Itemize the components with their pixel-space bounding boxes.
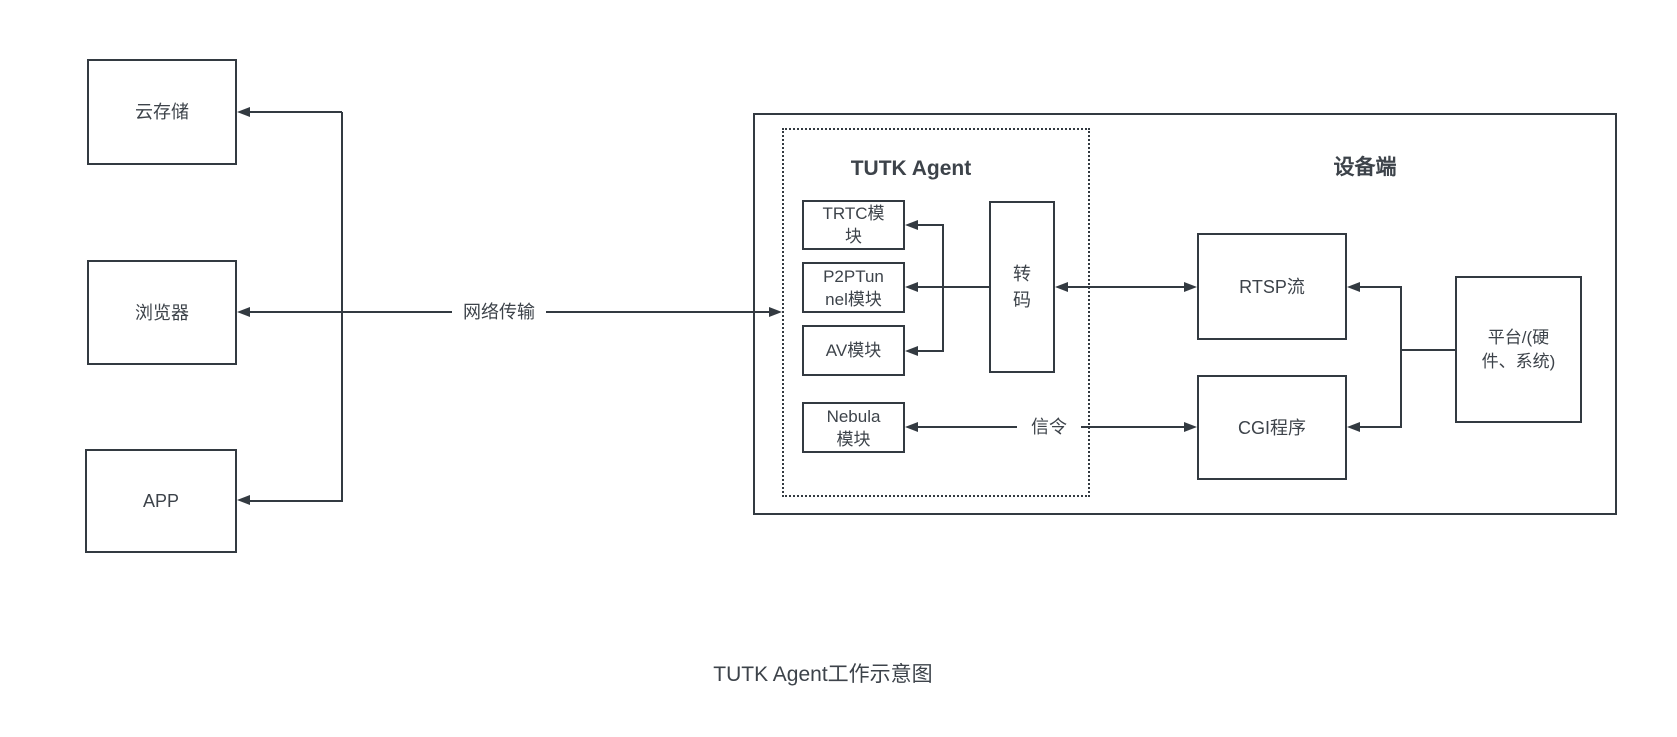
- node-platform: 平台/(硬件、系统): [1455, 276, 1582, 423]
- node-cloud-storage-label: 云存储: [135, 102, 189, 122]
- node-cgi-program-label: CGI程序: [1237, 417, 1306, 438]
- device-side-title: 设备端: [1333, 156, 1397, 179]
- arrowhead-into-p2p-icon: [905, 282, 918, 292]
- node-trtc-module: TRTC模块: [802, 200, 905, 250]
- arrowhead-into-cgi-right-icon: [1347, 422, 1360, 432]
- node-browser-label: 浏览器: [135, 302, 189, 323]
- arrowhead-into-app-icon: [237, 495, 250, 505]
- device-side-container: [753, 113, 1617, 515]
- arrowhead-into-rtsp-right-icon: [1347, 282, 1360, 292]
- node-transcode: 转码: [989, 201, 1055, 373]
- connector-platform-cgi-line: [1359, 426, 1402, 428]
- node-nebula-module: Nebula模块: [802, 402, 905, 453]
- connector-left-vertical-line: [341, 112, 343, 502]
- edge-label-network-transfer: 网络传输: [452, 301, 546, 323]
- arrowhead-into-cgi-left-icon: [1184, 422, 1197, 432]
- node-nebula-module-label: Nebula模块: [826, 406, 881, 449]
- connector-app-line: [249, 500, 342, 502]
- connector-trtc-line: [917, 224, 944, 226]
- arrowhead-into-browser-icon: [237, 307, 250, 317]
- arrowhead-into-av-icon: [905, 346, 918, 356]
- tutk-agent-container: [782, 128, 1090, 497]
- arrowhead-into-rtsp-left-icon: [1184, 282, 1197, 292]
- node-p2p-tunnel-module-label: P2PTunnel模块: [823, 266, 884, 309]
- node-av-module: AV模块: [802, 325, 905, 376]
- node-rtsp-stream: RTSP流: [1197, 233, 1347, 340]
- connector-transcode-rtsp-line: [1067, 286, 1186, 288]
- connector-modules-vertical-line: [942, 224, 944, 352]
- diagram-caption: TUTK Agent工作示意图: [713, 663, 933, 686]
- node-rtsp-stream-label: RTSP流: [1239, 276, 1305, 297]
- node-app: APP: [85, 449, 237, 553]
- connector-platform-vertical-line: [1400, 286, 1402, 428]
- node-cloud-storage: 云存储: [87, 59, 237, 165]
- node-browser: 浏览器: [87, 260, 237, 365]
- arrowhead-into-tutk-agent-icon: [769, 307, 782, 317]
- node-app-label: APP: [142, 491, 180, 511]
- connector-p2p-line: [917, 286, 989, 288]
- connector-platform-stub-line: [1401, 349, 1455, 351]
- arrowhead-into-nebula-icon: [905, 422, 918, 432]
- connector-av-line: [917, 350, 944, 352]
- node-av-module-label: AV模块: [825, 341, 882, 360]
- connector-platform-rtsp-line: [1359, 286, 1402, 288]
- arrowhead-into-cloud-icon: [237, 107, 250, 117]
- arrowhead-into-transcode-icon: [1055, 282, 1068, 292]
- node-p2p-tunnel-module: P2PTunnel模块: [802, 262, 905, 313]
- node-platform-label: 平台/(硬件、系统): [1481, 327, 1556, 371]
- arrowhead-into-trtc-icon: [905, 220, 918, 230]
- node-trtc-module-label: TRTC模块: [822, 204, 885, 246]
- node-cgi-program: CGI程序: [1197, 375, 1347, 480]
- node-transcode-label: 转码: [1013, 264, 1031, 310]
- connector-cloud-line: [249, 111, 342, 113]
- edge-label-signaling: 信令: [1017, 416, 1081, 438]
- tutk-agent-title: TUTK Agent: [850, 157, 972, 180]
